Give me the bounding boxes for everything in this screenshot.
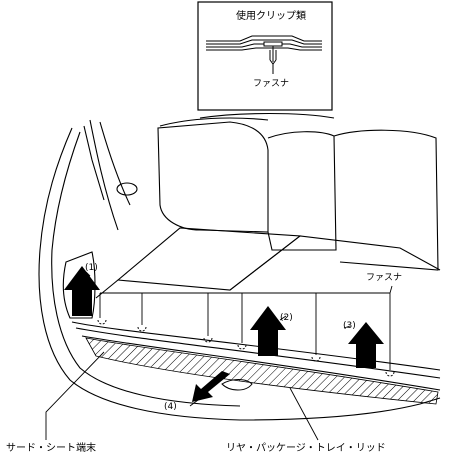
pull-arrow-4 [192, 371, 253, 402]
step-4-label: (4) [164, 402, 177, 412]
fastener-leader-lines [99, 285, 393, 370]
callout-leaders [45, 271, 351, 441]
fastener-markers [97, 319, 395, 377]
lift-arrow-3 [348, 322, 384, 368]
trim-hatching [85, 337, 439, 405]
inset-title: 使用クリップ類 [236, 11, 306, 22]
cargo-area-outline [38, 112, 441, 421]
rear-package-tray-lid-label: リヤ・パッケージ・トレイ・リッド [226, 443, 386, 454]
step-3-label: (3) [343, 321, 356, 331]
clip-inset [197, 1, 333, 111]
fastener-clip-illustration [206, 35, 322, 74]
inset-fastener-label: ファスナ [253, 79, 290, 89]
step-1-label: (1) [85, 263, 98, 273]
fastener-callout: ファスナ [366, 273, 403, 283]
step-2-label: (2) [280, 313, 293, 323]
third-seat-end-label: サード・シート端末 [6, 443, 96, 454]
lift-arrow-1 [64, 266, 100, 316]
lift-arrow-2 [250, 306, 286, 356]
